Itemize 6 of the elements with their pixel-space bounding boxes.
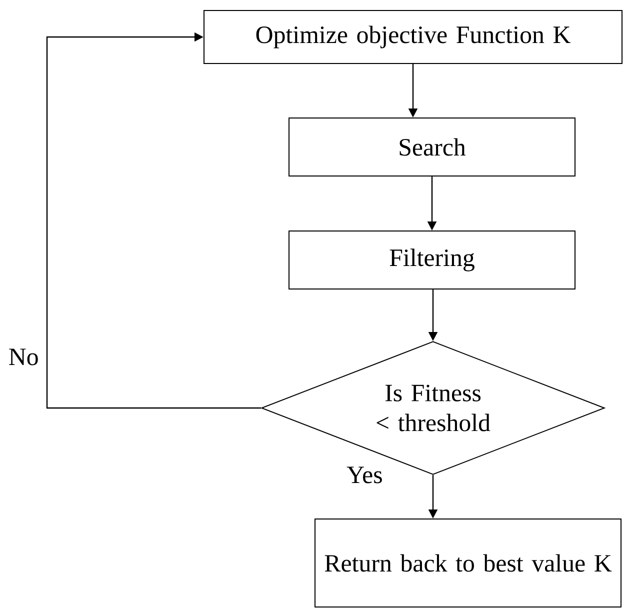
arrow	[46, 32, 261, 409]
process-box: Search	[288, 118, 576, 176]
process-box: Optimize objective Function K	[204, 10, 622, 64]
edge-label: No	[7, 348, 40, 366]
process-box: Return back to best value K	[314, 518, 622, 608]
process-box: Filtering	[288, 230, 576, 290]
